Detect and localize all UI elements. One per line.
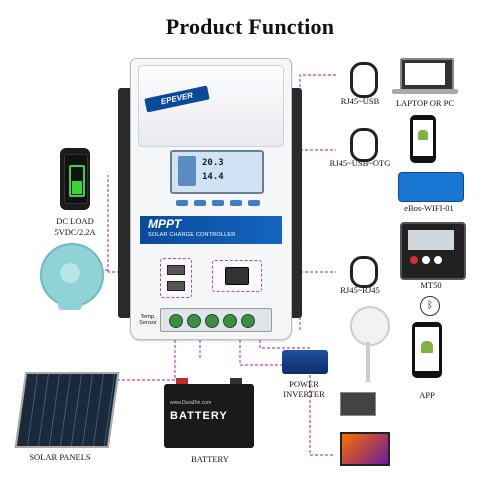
battery-button[interactable] [194, 200, 206, 206]
dc-load-spec-label: 5VDC/2.2A [54, 227, 96, 237]
usb-desk-fan-icon [40, 243, 104, 307]
mppt-label-strip: MPPT SOLAR CHARGE CONTROLLER [140, 216, 282, 244]
android-phone-icon [410, 115, 436, 163]
page-title: Product Function [165, 14, 335, 39]
fan-stand [366, 342, 370, 382]
rj45-port-group[interactable] [212, 260, 262, 292]
inverter-icon [282, 350, 328, 374]
lcd-pv-icon [178, 156, 196, 186]
rj45-usb-label: RJ45~USB [340, 96, 380, 106]
usb-port-2[interactable] [167, 281, 185, 291]
usb-port-group[interactable] [160, 258, 192, 298]
battery-site-text: www.DuraDin.com [170, 400, 212, 406]
app-label: APP [419, 390, 435, 400]
lcd-display: 20.3 14.4 [170, 150, 264, 194]
laptop-label: LAPTOP OR PC [395, 98, 455, 108]
terminal-3[interactable] [205, 314, 219, 328]
battery-icon: www.DuraDin.com BATTERY [164, 378, 254, 448]
load-button[interactable] [212, 200, 224, 206]
fan-icon [350, 306, 390, 346]
lcd-voltage-2: 14.4 [202, 172, 224, 182]
ebos-wifi-label: eBos-WIFI-01 [404, 203, 454, 213]
solar-panels-label: SOLAR PANELS [29, 452, 91, 462]
set-button[interactable] [230, 200, 242, 206]
laptop-icon [400, 58, 454, 92]
lcd-voltage-1: 20.3 [202, 158, 224, 168]
tv-icon [340, 432, 390, 466]
brand-logo: EPEVER [144, 85, 210, 113]
phone-charging-icon [60, 148, 90, 210]
terminal-block [160, 308, 272, 332]
menu-button[interactable] [176, 200, 188, 206]
usb-port-1[interactable] [167, 265, 185, 275]
usb-cable-icon [350, 62, 378, 98]
fan-base [58, 300, 82, 310]
mppt-title: MPPT [148, 217, 182, 231]
terminal-1[interactable] [169, 314, 183, 328]
enter-button[interactable] [248, 200, 260, 206]
terminal-4[interactable] [223, 314, 237, 328]
otg-cable-icon [350, 128, 378, 162]
bluetooth-icon: ᛒ [420, 296, 440, 316]
temp-sensor-label: Temp. Sensor [139, 314, 157, 326]
left-mounting-bracket [118, 88, 132, 318]
app-phone-icon [412, 322, 442, 378]
mt50-label: MT50 [420, 280, 442, 290]
power-inverter-label: POWER INVERTER [283, 379, 325, 399]
rj45-rj45-label: RJ45~RJ45 [340, 285, 380, 295]
laptop-base [392, 89, 458, 94]
rj45-usb-otg-label: RJ45~USB~OTG [329, 158, 391, 168]
controller-top-panel: EPEVER [138, 65, 284, 147]
battery-brand-text: BATTERY [170, 410, 228, 422]
solar-panel-icon [14, 372, 120, 448]
dc-load-label: DC LOAD [56, 216, 94, 226]
mt50-display-icon [400, 222, 466, 280]
terminal-2[interactable] [187, 314, 201, 328]
mppt-subtitle: SOLAR CHARGE CONTROLLER [148, 232, 236, 238]
rj45-cable-icon [350, 256, 378, 288]
rj45-port[interactable] [225, 267, 249, 285]
terminal-5[interactable] [241, 314, 255, 328]
small-laptop-icon [340, 392, 376, 416]
ebos-wifi-module-icon [398, 172, 464, 202]
battery-label: BATTERY [191, 454, 229, 464]
